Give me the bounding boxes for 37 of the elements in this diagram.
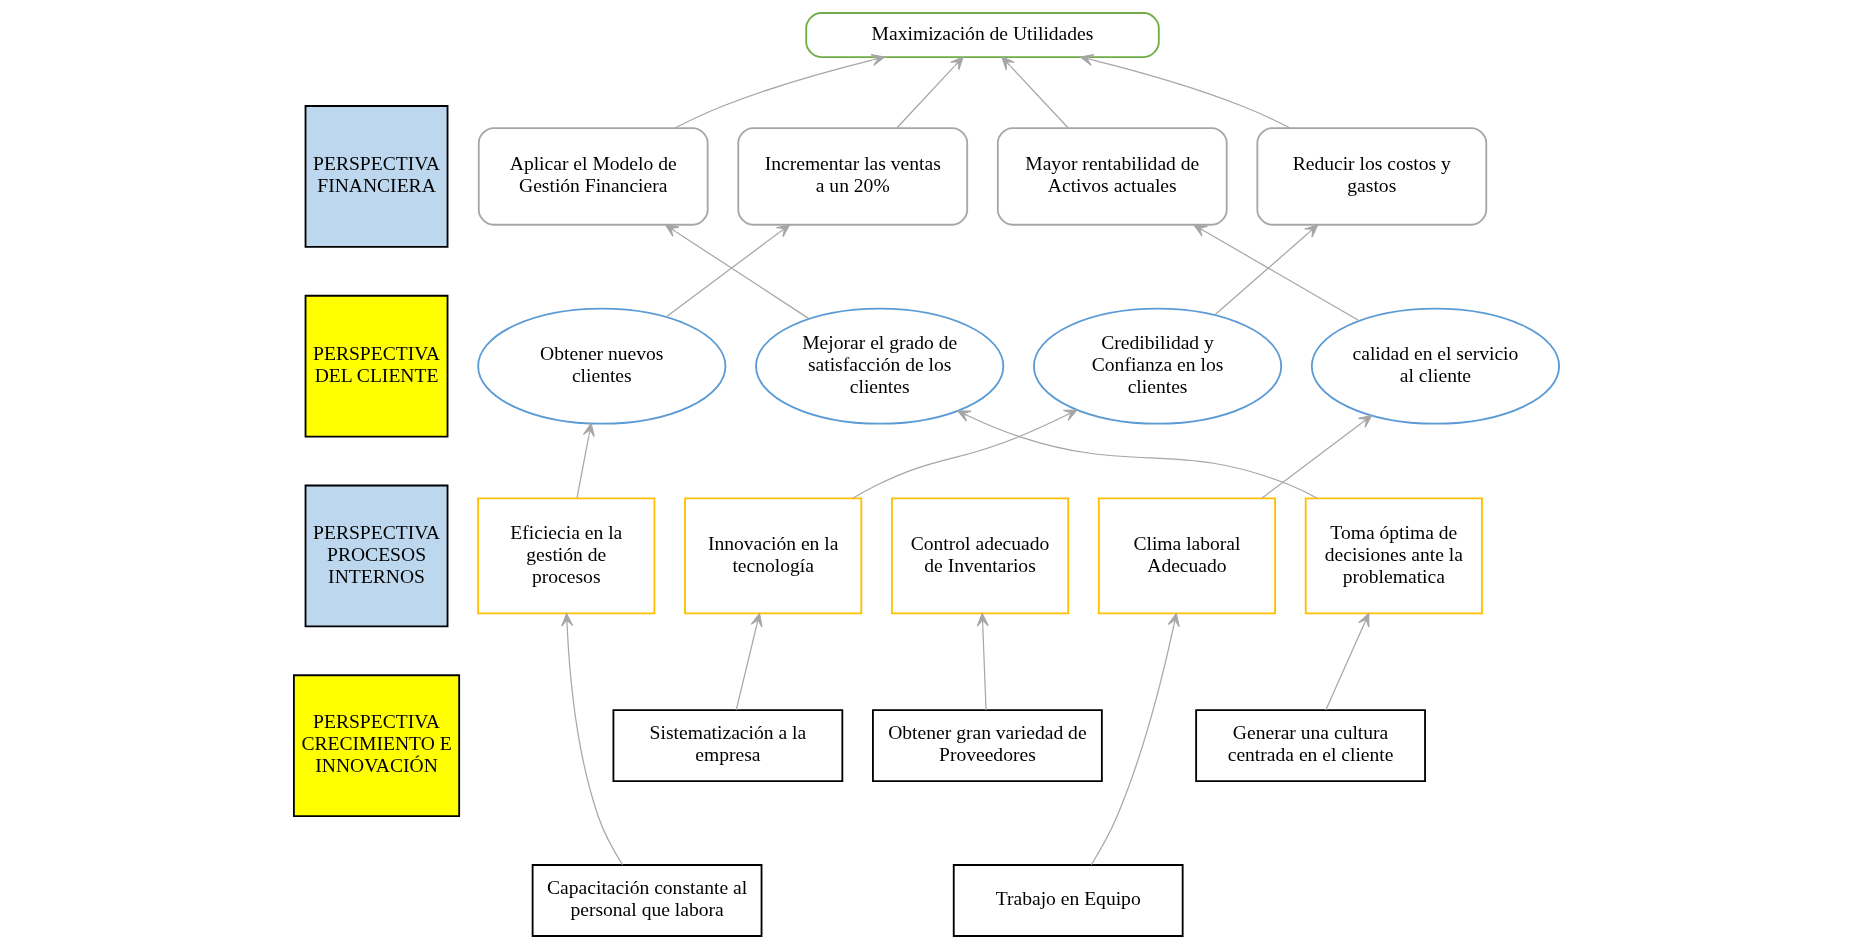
arrow [674, 54, 885, 129]
node-box: Clima laboral Adecuado [1097, 497, 1276, 615]
arrow [957, 410, 1318, 499]
node-box: Control adecuado de Inventarios [891, 497, 1070, 615]
node-box: PERSPECTIVA FINANCIERA [304, 105, 449, 248]
node-box: Trabajo en Equipo [952, 864, 1184, 937]
arrow [1001, 56, 1069, 129]
node-box: Generar una cultura centrada en el cliente [1195, 709, 1426, 783]
arrow [852, 409, 1078, 499]
arrow [561, 613, 624, 866]
arrow [976, 613, 989, 711]
node-box: PERSPECTIVA CRECIMIENTO E INNOVACIÓN [292, 674, 461, 817]
node-box: Eficiecia en la gestión de procesos [477, 497, 656, 615]
node-box: Sistematización a la empresa [612, 709, 844, 783]
node-box: Incrementar las ventas a un 20% [737, 127, 969, 226]
arrow [1214, 224, 1319, 316]
arrow [896, 56, 964, 129]
node-ellipse: Obtener nuevos clientes [477, 307, 727, 425]
node-ellipse: calidad en el servicio al cliente [1310, 307, 1560, 425]
arrow [1261, 414, 1373, 499]
node-box: Capacitación constante al personal que labora [531, 864, 763, 937]
node-box: Reducir los costos y gastos [1256, 127, 1488, 226]
node-box: Toma óptima de decisiones ante la problematica [1304, 497, 1483, 615]
arrow [1090, 613, 1180, 866]
node-box: Obtener gran variedad de Proveedores [872, 709, 1103, 783]
node-box: PERSPECTIVA PROCESOS INTERNOS [304, 484, 449, 628]
arrow [1193, 224, 1360, 322]
node-box: Mayor rentabilidad de Activos actuales [996, 127, 1228, 226]
node-box: Maximización de Utilidades [805, 12, 1160, 58]
node-box: Aplicar el Modelo de Gestión Financiera [477, 127, 709, 226]
node-box: PERSPECTIVA DEL CLIENTE [304, 294, 449, 438]
node-box: Innovación en la tecnología [684, 497, 863, 615]
arrow [1080, 54, 1291, 129]
node-ellipse: Credibilidad y Confianza en los clientes [1033, 307, 1283, 425]
arrow [735, 613, 763, 711]
arrow [1325, 613, 1370, 711]
arrow [576, 422, 595, 499]
